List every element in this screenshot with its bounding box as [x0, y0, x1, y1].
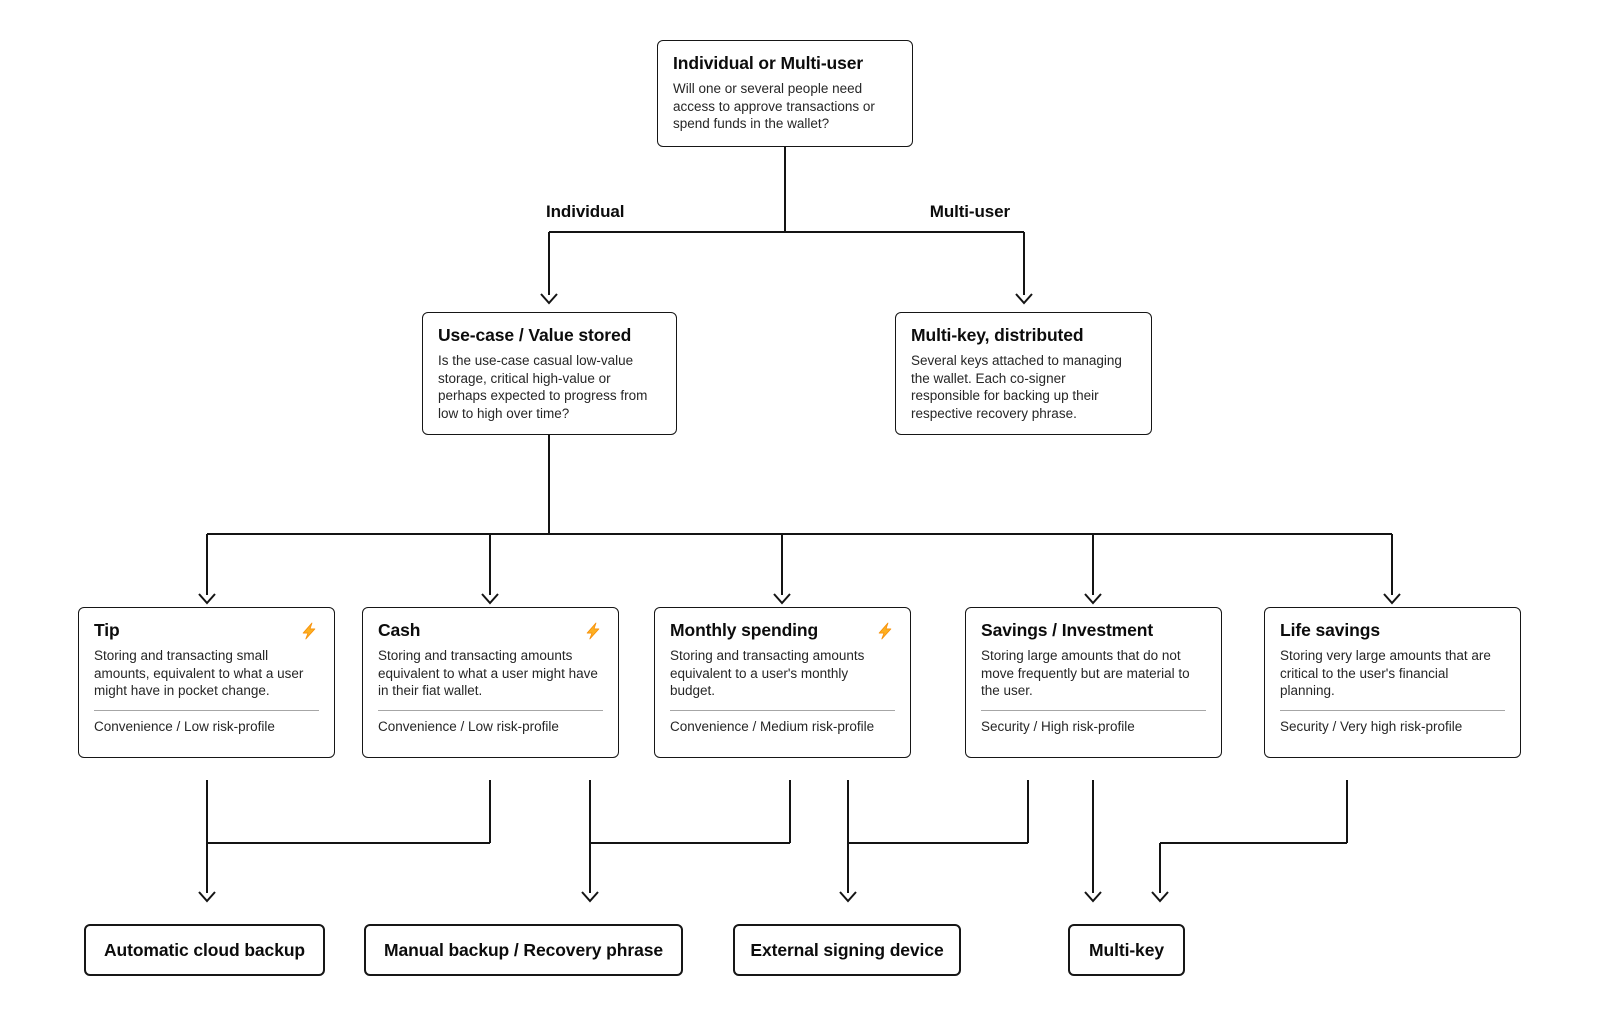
divider — [378, 709, 603, 711]
node-description: Storing and transacting amounts equivale… — [670, 647, 865, 699]
lightning-bolt-icon — [302, 622, 316, 640]
node-multi-key: Multi-key — [1068, 924, 1185, 976]
node-description: Storing very large amounts that are crit… — [1280, 647, 1491, 699]
risk-profile-label: Convenience / Medium risk-profile — [670, 718, 875, 734]
node-title: Multi-key, distributed — [911, 325, 1084, 345]
edge-cash-to-cloud-backup — [207, 780, 491, 844]
edge-savings-to-multikey — [1084, 780, 1102, 903]
node-description: Storing large amounts that do not move f… — [981, 647, 1190, 699]
node-title: Individual or Multi-user — [673, 53, 864, 73]
risk-profile-label: Security / Very high risk-profile — [1280, 718, 1463, 734]
node-description: Several keys attached to managing the wa… — [911, 352, 1122, 421]
divider — [981, 709, 1206, 711]
node-savings-investment: Savings / Investment Storing large amoun… — [965, 607, 1222, 758]
node-cash: Cash Storing and transacting amounts equ… — [362, 607, 619, 758]
edge-monthly-to-manual-backup — [590, 780, 791, 844]
node-description: Storing and transacting small amounts, e… — [94, 647, 304, 699]
node-title: Use-case / Value stored — [438, 325, 632, 345]
divider — [1280, 709, 1505, 711]
edge-tip-to-cloud-backup — [198, 780, 216, 903]
node-title: Cash — [378, 620, 421, 640]
edge-root-split — [549, 147, 1024, 233]
node-description: Will one or several people need access t… — [673, 80, 875, 132]
node-title: Monthly spending — [670, 620, 819, 640]
edge-label-multi-user: Multi-user — [929, 202, 1010, 221]
node-title: Tip — [94, 620, 120, 640]
node-multi-key-distributed: Multi-key, distributed Several keys atta… — [895, 312, 1152, 435]
edge-label-individual: Individual — [546, 202, 625, 221]
node-title: Savings / Investment — [981, 620, 1154, 640]
node-description: Is the use-case casual low-value storage… — [438, 352, 648, 421]
edge-savings-to-signing-device — [848, 780, 1029, 844]
node-automatic-cloud-backup: Automatic cloud backup — [84, 924, 325, 976]
node-individual-or-multiuser: Individual or Multi-user Will one or sev… — [657, 40, 913, 147]
lightning-bolt-icon — [878, 622, 892, 640]
lightning-bolt-icon — [586, 622, 600, 640]
edge-monthly-to-signing-device — [839, 780, 857, 903]
risk-profile-label: Convenience / Low risk-profile — [94, 718, 275, 734]
edge-lifesavings-to-multikey — [1151, 780, 1348, 903]
divider — [670, 709, 895, 711]
edge-individual-branch — [540, 232, 558, 305]
node-title: Life savings — [1280, 620, 1380, 640]
node-external-signing-device: External signing device — [733, 924, 961, 976]
edge-cash-to-manual-backup — [581, 780, 599, 903]
edge-usecase-fanout — [198, 435, 1401, 605]
node-life-savings: Life savings Storing very large amounts … — [1264, 607, 1521, 758]
node-tip: Tip Storing and transacting small amount… — [78, 607, 335, 758]
node-description: Storing and transacting amounts equivale… — [378, 647, 598, 699]
divider — [94, 709, 319, 711]
node-manual-backup-recovery-phrase: Manual backup / Recovery phrase — [364, 924, 683, 976]
edge-multiuser-branch — [1015, 232, 1033, 305]
risk-profile-label: Convenience / Low risk-profile — [378, 718, 559, 734]
risk-profile-label: Security / High risk-profile — [981, 718, 1135, 734]
node-monthly-spending: Monthly spending Storing and transacting… — [654, 607, 911, 758]
node-use-case-value-stored: Use-case / Value stored Is the use-case … — [422, 312, 677, 435]
